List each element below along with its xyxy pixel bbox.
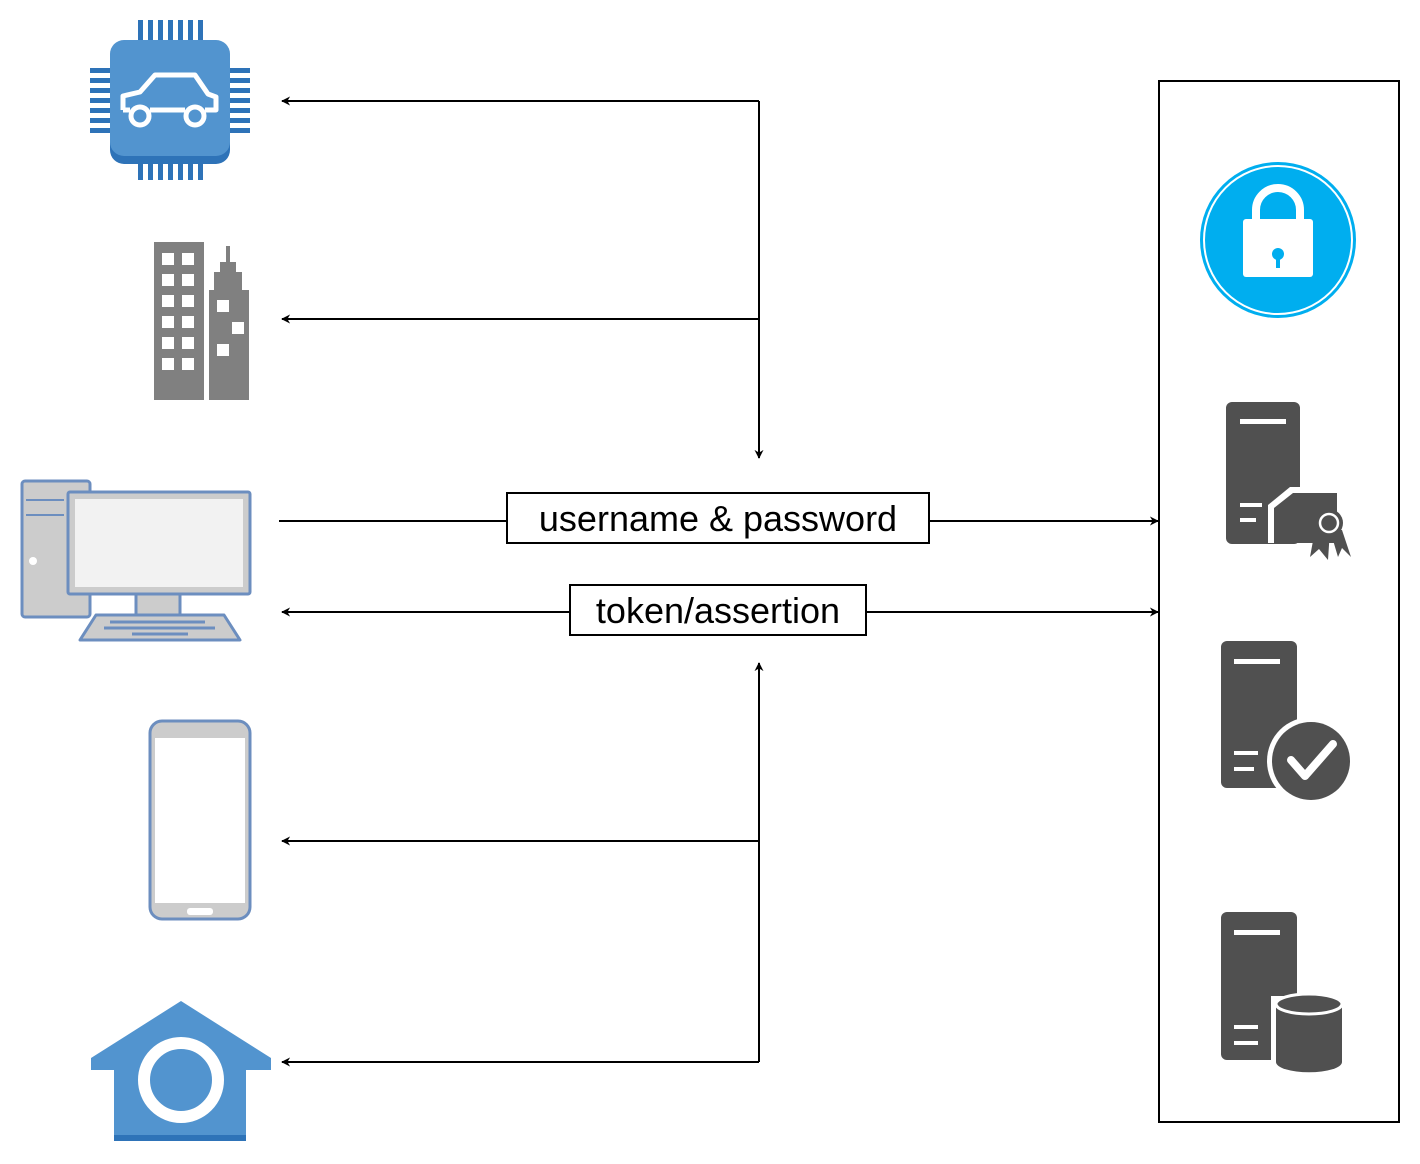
connectors — [279, 96, 1159, 1067]
lock-icon — [1200, 162, 1356, 318]
token-text: token/assertion — [596, 590, 840, 631]
certificate-server-icon — [1226, 402, 1351, 560]
smart-home-camera-icon — [91, 1001, 271, 1141]
server-panel — [1158, 80, 1400, 1123]
smartphone-icon — [148, 719, 252, 921]
database-server-icon — [1221, 912, 1347, 1074]
office-buildings-icon — [154, 242, 249, 400]
token-label: token/assertion — [569, 584, 867, 636]
verification-server-icon — [1221, 641, 1355, 805]
car-iot-chip-icon — [90, 20, 250, 180]
credentials-label: username & password — [506, 492, 930, 544]
desktop-computer-icon — [20, 479, 252, 642]
credentials-text: username & password — [539, 498, 897, 539]
